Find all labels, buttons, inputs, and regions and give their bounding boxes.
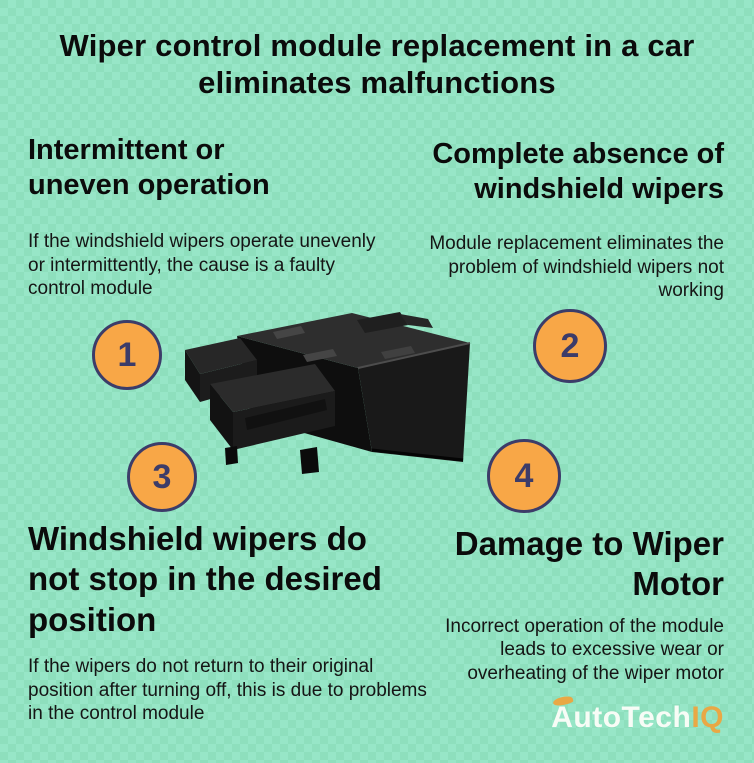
section-3-heading: Windshield wipers do not stop in the des… bbox=[28, 520, 382, 638]
step-badge-3: 3 bbox=[127, 442, 197, 512]
step-badge-2: 2 bbox=[533, 309, 607, 383]
autotechiq-logo: AutoTechIQ bbox=[551, 694, 724, 735]
section-wipers-do-not-stop: Windshield wipers do not stop in the des… bbox=[28, 519, 438, 726]
step-number-3: 3 bbox=[152, 457, 172, 496]
section-4-body: Incorrect operation of the module leads … bbox=[445, 615, 724, 685]
wiper-control-module-image bbox=[185, 312, 471, 474]
step-number-4: 4 bbox=[514, 456, 534, 495]
step-number-2: 2 bbox=[560, 326, 580, 365]
section-3-body: If the wipers do not return to their ori… bbox=[28, 655, 427, 725]
logo-text-autotech: AutoTech bbox=[551, 694, 691, 734]
step-badge-1: 1 bbox=[92, 320, 162, 390]
section-1-heading: Intermittent or uneven operation bbox=[28, 134, 270, 202]
page-title: Wiper control module replacement in a ca… bbox=[59, 28, 695, 101]
section-4-heading: Damage to Wiper Motor bbox=[454, 525, 724, 603]
step-badge-4: 4 bbox=[487, 439, 561, 513]
section-2-heading: Complete absence of windshield wipers bbox=[432, 138, 724, 206]
section-damage-to-motor: Damage to Wiper Motor Incorrect operatio… bbox=[394, 524, 724, 686]
section-intermittent-operation: Intermittent or uneven operation If the … bbox=[28, 133, 418, 301]
section-complete-absence: Complete absence of windshield wipers Mo… bbox=[376, 137, 724, 303]
section-2-body: Module replacement eliminates the proble… bbox=[429, 232, 724, 302]
step-number-1: 1 bbox=[117, 335, 137, 374]
logo-text-iq: IQ bbox=[691, 701, 724, 734]
section-1-body: If the windshield wipers operate unevenl… bbox=[28, 230, 376, 300]
